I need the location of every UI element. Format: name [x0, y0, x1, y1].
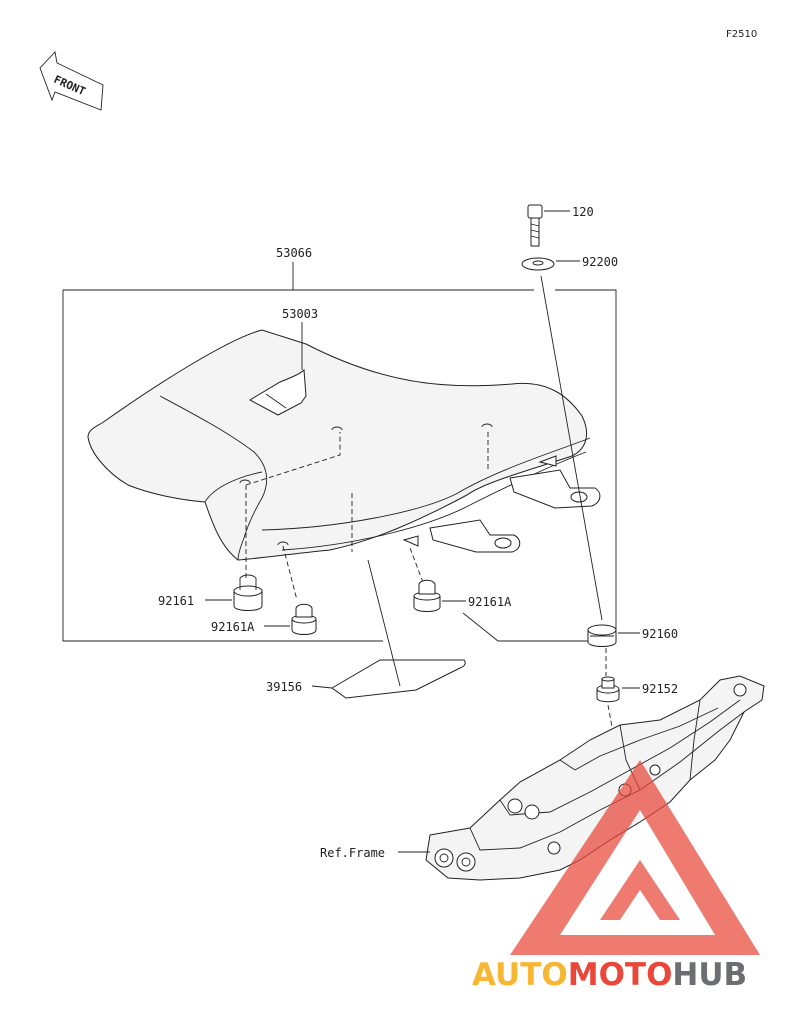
front-label: FRONT [52, 73, 88, 98]
washer-92200 [521, 257, 580, 271]
label-92161a-left: 92161A [211, 620, 255, 634]
watermark-text: AUTOMOTOHUB [472, 957, 747, 993]
label-92161a-right: 92161A [468, 595, 512, 609]
watermark-triangle-icon [510, 760, 760, 955]
label-92160: 92160 [642, 627, 678, 641]
label-ref-frame: Ref.Frame [320, 846, 385, 860]
frame [398, 675, 765, 881]
label-120: 120 [572, 205, 594, 219]
grommet-92160 [587, 624, 640, 647]
pad-39156 [311, 559, 466, 699]
watermark-logo [510, 760, 760, 955]
label-92200: 92200 [582, 255, 618, 269]
watermark-inner-icon [600, 860, 680, 920]
collar-92152 [596, 676, 640, 703]
label-92152: 92152 [642, 682, 678, 696]
damper-92161a-right [413, 579, 466, 612]
bolt-120 [527, 204, 570, 247]
label-39156: 39156 [266, 680, 302, 694]
damper-92161a-left [264, 603, 317, 635]
watermark-hub: HUB [672, 957, 747, 993]
bolt-axis [540, 275, 603, 621]
watermark-auto: AUTO [472, 957, 568, 993]
label-92161: 92161 [158, 594, 194, 608]
diagram-code: F2510 [726, 29, 757, 40]
seat [87, 329, 601, 601]
watermark-moto: MOTO [568, 957, 673, 993]
label-53003: 53003 [282, 307, 318, 321]
damper-92161 [205, 574, 263, 611]
label-53066: 53066 [276, 246, 312, 260]
front-arrow-icon: FRONT [39, 51, 104, 111]
